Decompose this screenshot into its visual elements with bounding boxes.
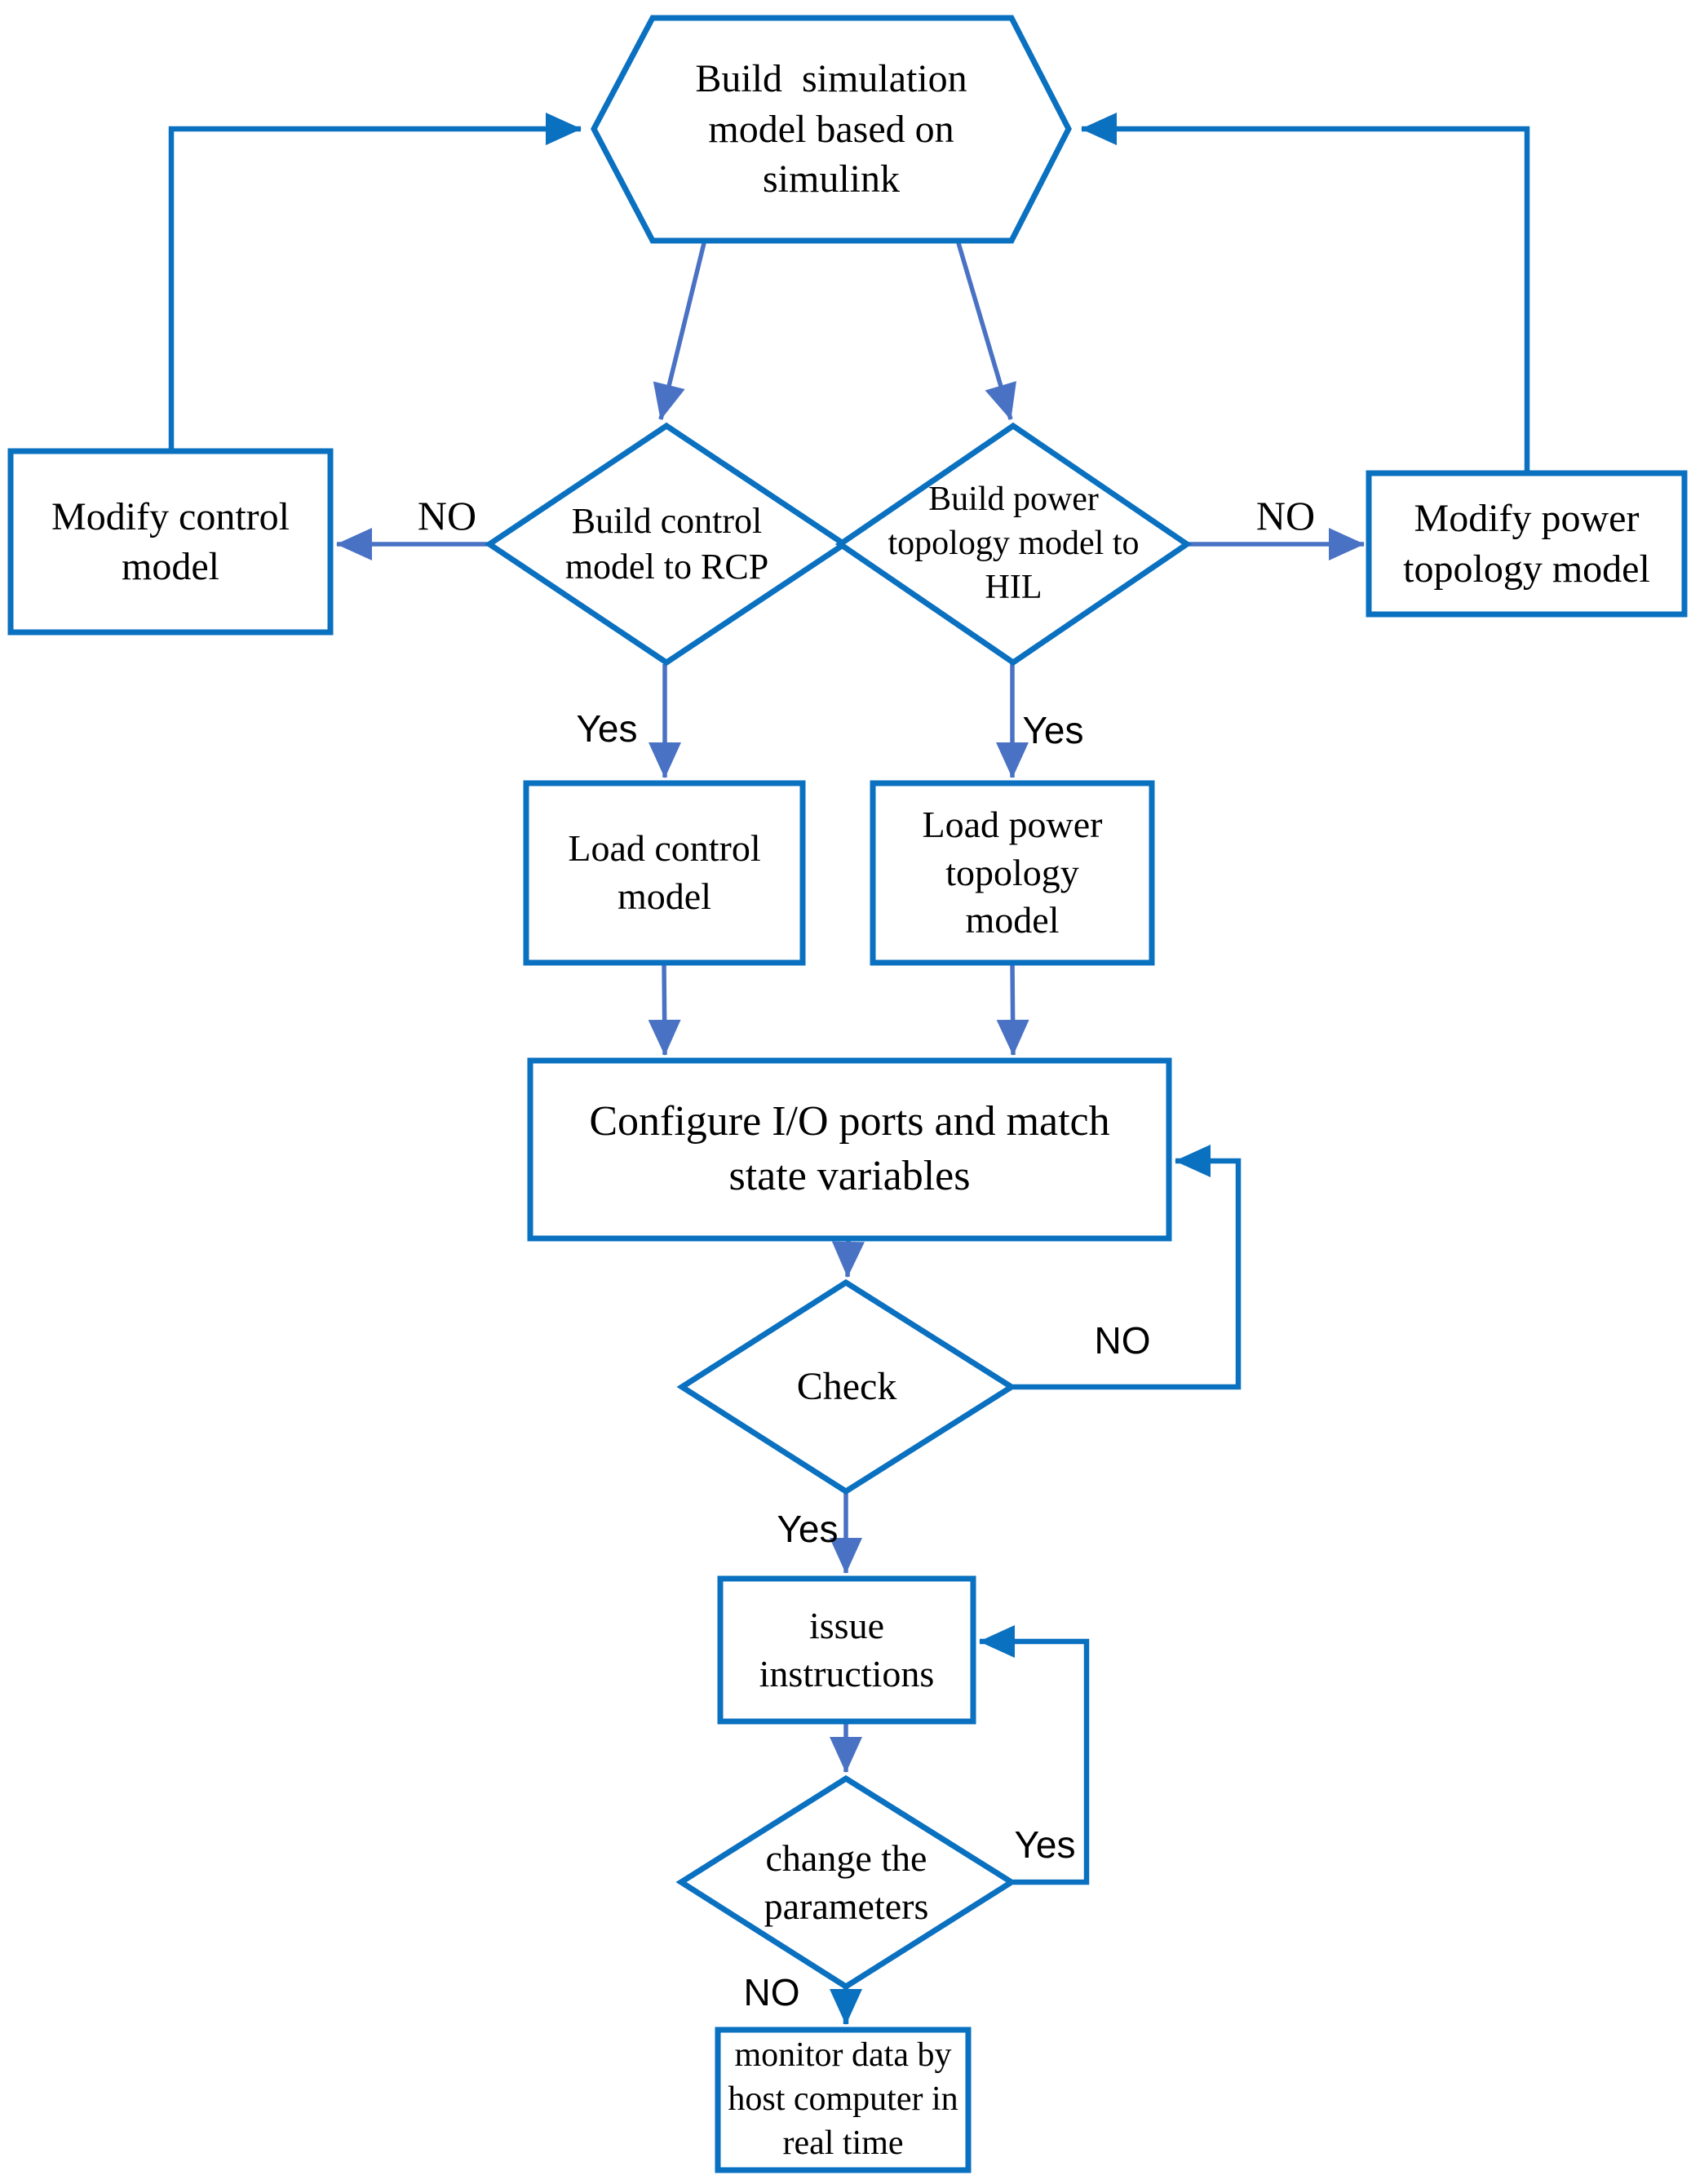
build-power-label: Build power topology model to HIL xyxy=(888,481,1140,606)
start-hexagon-label: Build simulation model based on simulink xyxy=(695,57,967,202)
edge-label-yes-check: Yes xyxy=(777,1508,839,1550)
monitor-shape xyxy=(715,2027,972,2173)
edge-label-yes-change: Yes xyxy=(1014,1823,1076,1866)
build-power-diamond-shape xyxy=(834,422,1193,667)
edge-start-to-build-control xyxy=(653,242,706,420)
edge-label-yes-control: Yes xyxy=(576,707,638,750)
edge-start-to-build-power xyxy=(956,242,1016,420)
issue-label: issue instructions xyxy=(759,1604,935,1694)
modify-power-label: Modify power topology model xyxy=(1403,497,1650,591)
load-power-shape xyxy=(870,780,1155,966)
edge-label-no-power: NO xyxy=(1255,493,1316,538)
check-label: Check xyxy=(796,1365,897,1409)
build-control-label: Build control model to RCP xyxy=(564,500,769,587)
edge-label-no-check: NO xyxy=(1094,1319,1151,1362)
modify-control-shape xyxy=(7,448,334,636)
edge-check-no-loop xyxy=(1013,1145,1242,1390)
monitor-label: monitor data by host computer in real ti… xyxy=(728,2036,958,2162)
edge-label-yes-power: Yes xyxy=(1022,709,1084,751)
load-control-shape xyxy=(523,780,806,966)
load-control-label: Load control model xyxy=(568,827,761,917)
issue-shape xyxy=(717,1575,976,1725)
edge-modify-control-to-start xyxy=(168,113,582,450)
edge-change-yes-loop xyxy=(979,1625,1090,1885)
configure-label: Configure I/O ports and match state vari… xyxy=(589,1098,1110,1199)
change-params-diamond-shape xyxy=(675,1774,1017,1991)
edge-label-no-control: NO xyxy=(417,493,477,538)
edge-modify-power-to-start xyxy=(1081,113,1530,472)
edge-load-power-to-configure xyxy=(996,962,1029,1056)
check-diamond-shape xyxy=(676,1278,1017,1495)
load-power-label: Load power topology model xyxy=(922,803,1103,941)
edge-label-no-change: NO xyxy=(743,1971,800,2013)
change-params-label: change the parameters xyxy=(764,1836,929,1927)
start-hexagon-shape xyxy=(591,15,1072,244)
edge-load-control-to-configure xyxy=(648,962,681,1056)
configure-shape xyxy=(527,1057,1172,1242)
modify-control-label: Modify control model xyxy=(51,494,290,588)
modify-power-shape xyxy=(1366,470,1688,618)
